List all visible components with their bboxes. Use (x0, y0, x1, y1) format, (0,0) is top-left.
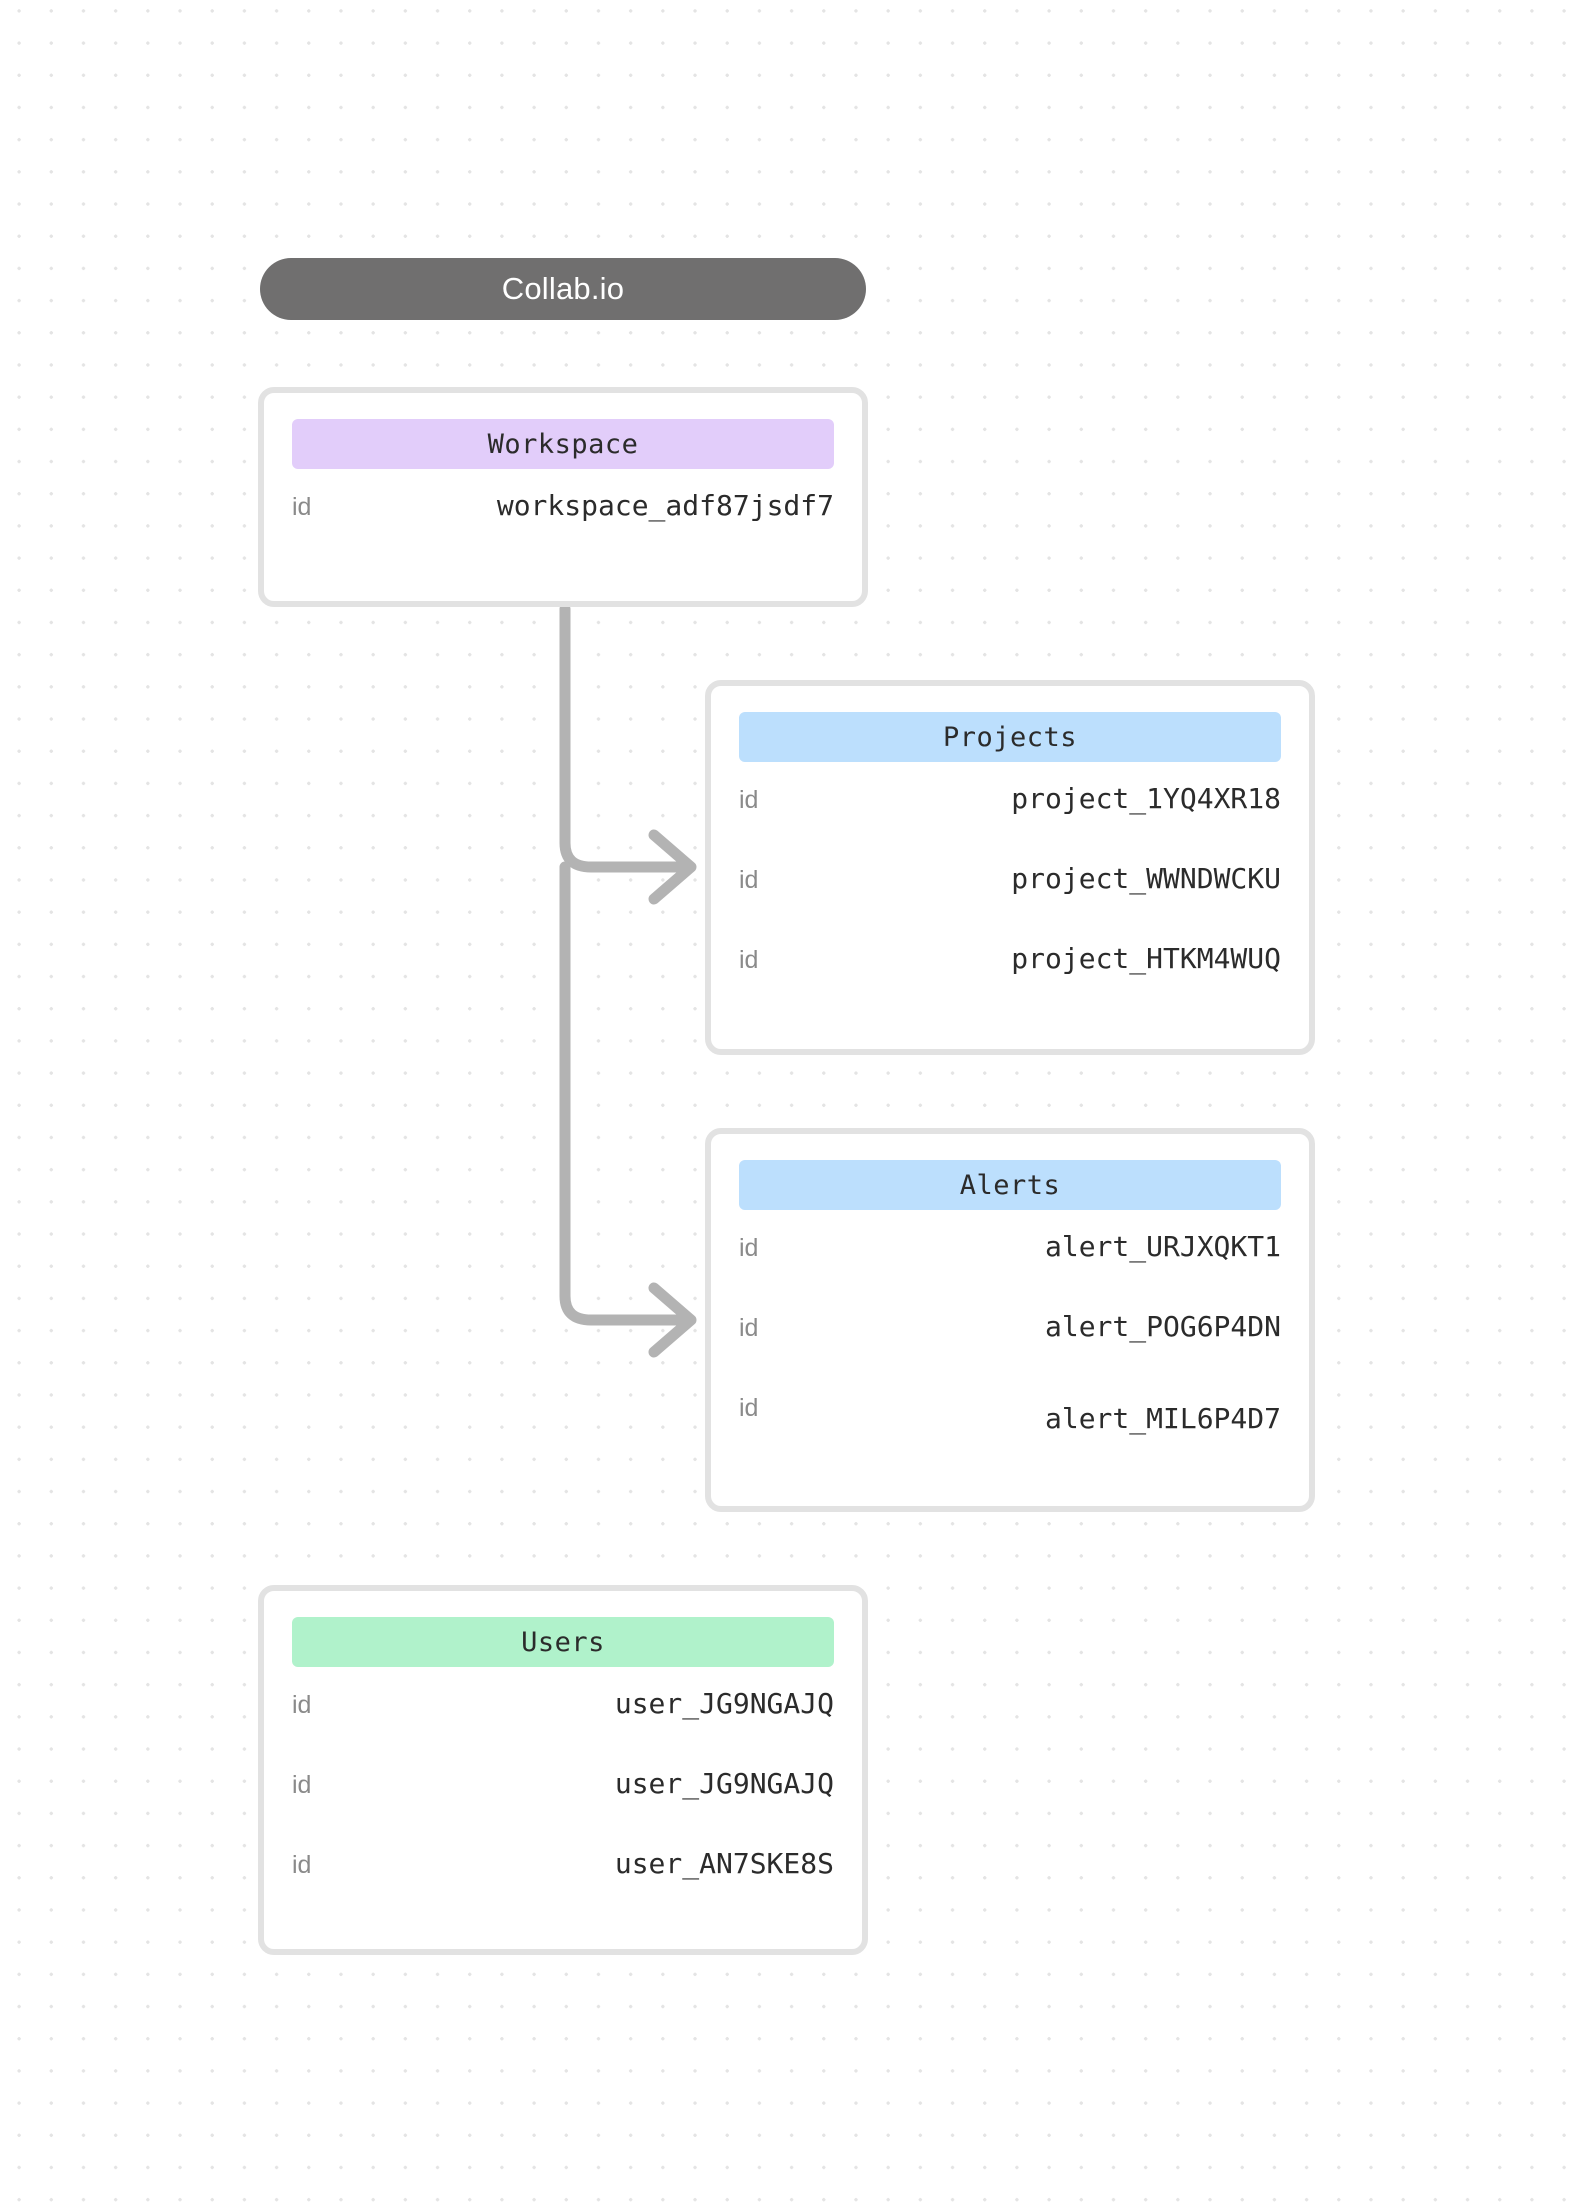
table-row[interactable]: id user_JG9NGAJQ (292, 1767, 834, 1847)
table-row[interactable]: id project_HTKM4WUQ (739, 942, 1281, 1022)
row-value: alert_URJXQKT1 (1044, 1230, 1281, 1263)
card-rows-alerts: id alert_URJXQKT1 id alert_POG6P4DN id a… (739, 1230, 1281, 1470)
row-value: user_AN7SKE8S (614, 1847, 834, 1880)
row-value: alert_POG6P4DN (1044, 1310, 1281, 1343)
row-key: id (739, 1234, 759, 1262)
row-key: id (292, 493, 312, 521)
card-header-projects: Projects (739, 712, 1281, 762)
card-rows-workspace: id workspace_adf87jsdf7 (292, 489, 834, 569)
row-key: id (739, 946, 759, 974)
row-key: id (292, 1771, 312, 1799)
app-title-text: Collab.io (501, 271, 625, 306)
row-value: workspace_adf87jsdf7 (496, 489, 834, 522)
card-title-workspace: Workspace (487, 428, 639, 460)
row-key: id (739, 1394, 759, 1422)
card-rows-projects: id project_1YQ4XR18 id project_WWNDWCKU … (739, 782, 1281, 1022)
card-title-alerts: Alerts (959, 1169, 1061, 1201)
connector-workspace-projects (559, 603, 696, 873)
row-value: user_JG9NGAJQ (614, 1767, 834, 1800)
entity-card-alerts[interactable]: Alerts id alert_URJXQKT1 id alert_POG6P4… (705, 1128, 1315, 1512)
table-row[interactable]: id project_WWNDWCKU (739, 862, 1281, 942)
row-value: user_JG9NGAJQ (614, 1687, 834, 1720)
card-header-users: Users (292, 1617, 834, 1667)
card-header-workspace: Workspace (292, 419, 834, 469)
app-title-pill: Collab.io (260, 258, 866, 320)
table-row[interactable]: id user_JG9NGAJQ (292, 1687, 834, 1767)
table-row[interactable]: id alert_POG6P4DN (739, 1310, 1281, 1390)
table-row[interactable]: id workspace_adf87jsdf7 (292, 489, 834, 569)
card-title-users: Users (521, 1626, 605, 1658)
row-key: id (739, 866, 759, 894)
table-row[interactable]: id project_1YQ4XR18 (739, 782, 1281, 862)
entity-card-workspace[interactable]: Workspace id workspace_adf87jsdf7 (258, 387, 868, 607)
connector-workspace-alerts (559, 861, 696, 1326)
table-row[interactable]: id alert_MIL6P4D7 (739, 1390, 1281, 1470)
row-key: id (292, 1691, 312, 1719)
arrowhead-projects-icon (648, 829, 697, 905)
card-title-projects: Projects (942, 721, 1078, 753)
card-rows-users: id user_JG9NGAJQ id user_JG9NGAJQ id use… (292, 1687, 834, 1927)
entity-card-projects[interactable]: Projects id project_1YQ4XR18 id project_… (705, 680, 1315, 1055)
card-header-alerts: Alerts (739, 1160, 1281, 1210)
row-key: id (739, 786, 759, 814)
arrowhead-alerts-icon (648, 1282, 697, 1358)
table-row[interactable]: id user_AN7SKE8S (292, 1847, 834, 1927)
row-value: project_HTKM4WUQ (1011, 942, 1281, 975)
row-value: alert_MIL6P4D7 (1044, 1402, 1281, 1435)
row-key: id (292, 1851, 312, 1879)
row-value: project_1YQ4XR18 (1011, 782, 1281, 815)
row-value: project_WWNDWCKU (1011, 862, 1281, 895)
entity-card-users[interactable]: Users id user_JG9NGAJQ id user_JG9NGAJQ … (258, 1585, 868, 1955)
row-key: id (739, 1314, 759, 1342)
table-row[interactable]: id alert_URJXQKT1 (739, 1230, 1281, 1310)
